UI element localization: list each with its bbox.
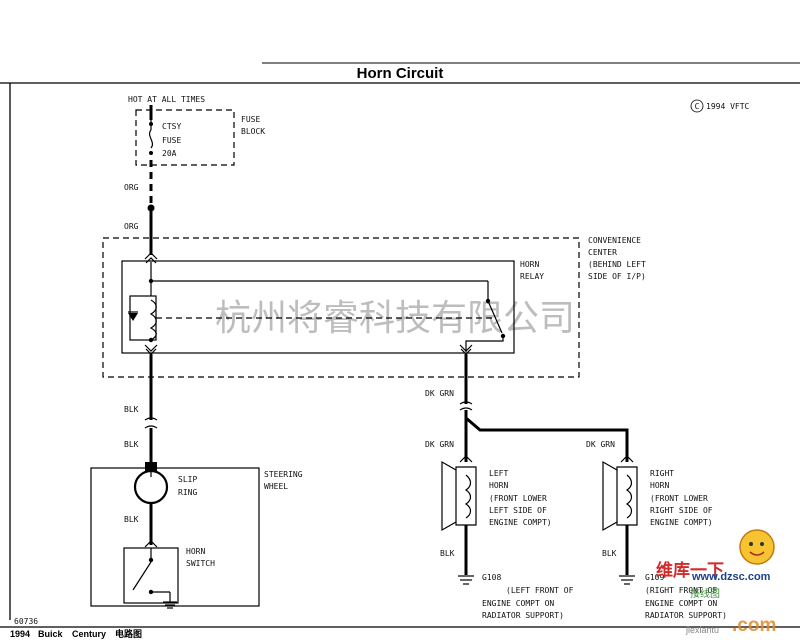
wire-label-blk-top: BLK xyxy=(124,405,139,414)
logo-url: www.dzsc.com xyxy=(691,571,771,583)
site-logo: 维库一下 www.dzsc.com 接线图 .com jiexiantu xyxy=(656,529,776,636)
figure-id: 60736 xyxy=(14,617,38,626)
logo-mascot-smile xyxy=(749,551,765,556)
right-horn-line1: RIGHT xyxy=(650,469,674,478)
wire-label-dkgrn-left: DK GRN xyxy=(425,440,454,449)
logo-com: .com xyxy=(732,615,776,636)
g108-line3: ENGINE COMPT ON xyxy=(482,599,554,608)
footer-make: Buick xyxy=(38,629,64,639)
left-horn-line4: LEFT SIDE OF xyxy=(489,506,547,515)
relay-node-2 xyxy=(148,337,154,343)
left-horn-body xyxy=(455,466,477,526)
slip-ring-line1: SLIP xyxy=(178,475,197,484)
convenience-center-line3: (BEHIND LEFT xyxy=(588,260,646,269)
steering-wheel-line1: STEERING xyxy=(264,470,303,479)
right-horn-body xyxy=(616,466,638,526)
dkgrn-wire-right-branch xyxy=(465,416,629,462)
right-horn-connector xyxy=(620,455,634,463)
logo-brand-text: 维库一下 xyxy=(656,560,724,581)
wire-label-org-top: ORG xyxy=(124,183,139,192)
wire-label-dkgrn-relay: DK GRN xyxy=(425,389,454,398)
left-horn-coil-icon xyxy=(464,474,472,519)
fuse-element-icon xyxy=(148,129,154,149)
right-horn-line3: (FRONT LOWER xyxy=(650,494,708,503)
logo-mascot-icon xyxy=(739,529,775,565)
logo-site: jiexiantu xyxy=(685,625,719,635)
right-horn-line2: HORN xyxy=(650,481,669,490)
diagram-title: Horn Circuit xyxy=(357,65,444,82)
logo-mascot-eye-right xyxy=(760,542,764,546)
relay-switch-return xyxy=(465,336,504,352)
logo-small-cn: 接线图 xyxy=(690,587,720,600)
right-horn-line5: ENGINE COMPT) xyxy=(650,518,713,527)
fuse-rating: 20A xyxy=(162,149,177,158)
left-horn-line2: HORN xyxy=(489,481,508,490)
convenience-center-outline xyxy=(102,237,580,378)
right-horn-bell-icon xyxy=(602,460,618,532)
horn-switch-connector xyxy=(144,540,158,548)
left-horn-bell-icon xyxy=(441,460,457,532)
left-horn-line3: (FRONT LOWER xyxy=(489,494,547,503)
fuse-name-line1: CTSY xyxy=(162,122,181,131)
fuse-name-line2: FUSE xyxy=(162,136,181,145)
logo-mascot-eye-left xyxy=(749,542,753,546)
footer-doc: 电路图 xyxy=(115,628,142,639)
wire-label-org-bottom: ORG xyxy=(124,222,139,231)
convenience-center-line4: SIDE OF I/P) xyxy=(588,272,646,281)
blk-inline-connector xyxy=(144,417,158,429)
horn-relay-outline xyxy=(121,260,515,354)
steering-wheel-line2: WHEEL xyxy=(264,482,288,491)
power-source-label: HOT AT ALL TIMES xyxy=(128,95,205,104)
diode-icon xyxy=(128,313,138,321)
fuse-terminal-top xyxy=(149,122,153,126)
horn-switch-line2: SWITCH xyxy=(186,559,215,568)
g108-line2: (LEFT FRONT OF xyxy=(506,586,574,595)
wire-label-blk-low: BLK xyxy=(124,515,139,524)
copyright-symbol: C xyxy=(695,102,700,111)
g109-line2: (RIGHT FRONT OF xyxy=(645,586,717,595)
wire-label-dkgrn-right: DK GRN xyxy=(586,440,615,449)
horn-switch-line1: HORN xyxy=(186,547,205,556)
horn-relay-line2: RELAY xyxy=(520,272,544,281)
footer-year: 1994 xyxy=(10,629,30,639)
fuse-block-label-line2: BLOCK xyxy=(241,127,265,136)
left-horn-line1: LEFT xyxy=(489,469,508,478)
wire-label-blk-right-horn: BLK xyxy=(602,549,617,558)
fuse-terminal-bottom xyxy=(149,151,153,155)
wire-label-blk-mid: BLK xyxy=(124,440,139,449)
fuse-block-outline xyxy=(135,109,235,166)
left-horn-line5: ENGINE COMPT) xyxy=(489,518,552,527)
dkgrn-inline-connector xyxy=(459,401,473,411)
right-horn-line4: RIGHT SIDE OF xyxy=(650,506,713,515)
horn-relay-line1: HORN xyxy=(520,260,539,269)
relay-connector-top xyxy=(144,252,158,264)
copyright-text: 1994 VFTC xyxy=(706,102,750,111)
relay-coil-icon xyxy=(149,299,157,341)
g108-line4: RADIATOR SUPPORT) xyxy=(482,611,564,620)
copyright-symbol-circle xyxy=(690,99,704,113)
steering-wheel-outline xyxy=(90,467,260,607)
footer-model: Century xyxy=(72,629,106,639)
horn-switch-contact xyxy=(132,561,152,591)
horn-switch-terminal-top xyxy=(148,557,154,563)
wire-label-blk-left-horn: BLK xyxy=(440,549,455,558)
relay-switch-contact xyxy=(487,300,503,334)
left-horn-connector xyxy=(459,455,473,463)
convenience-center-line1: CONVENIENCE xyxy=(588,236,641,245)
slip-ring-contact xyxy=(145,462,157,471)
convenience-center-line2: CENTER xyxy=(588,248,617,257)
g109-name: G109 xyxy=(645,573,664,582)
g109-line3: ENGINE COMPT ON xyxy=(645,599,717,608)
g109-line4: RADIATOR SUPPORT) xyxy=(645,611,727,620)
right-horn-coil-icon xyxy=(625,474,633,519)
watermark: 杭州将睿科技有限公司 xyxy=(215,298,575,339)
fuse-block-label-line1: FUSE xyxy=(241,115,260,124)
g108-name: G108 xyxy=(482,573,501,582)
slip-ring-line2: RING xyxy=(178,488,197,497)
